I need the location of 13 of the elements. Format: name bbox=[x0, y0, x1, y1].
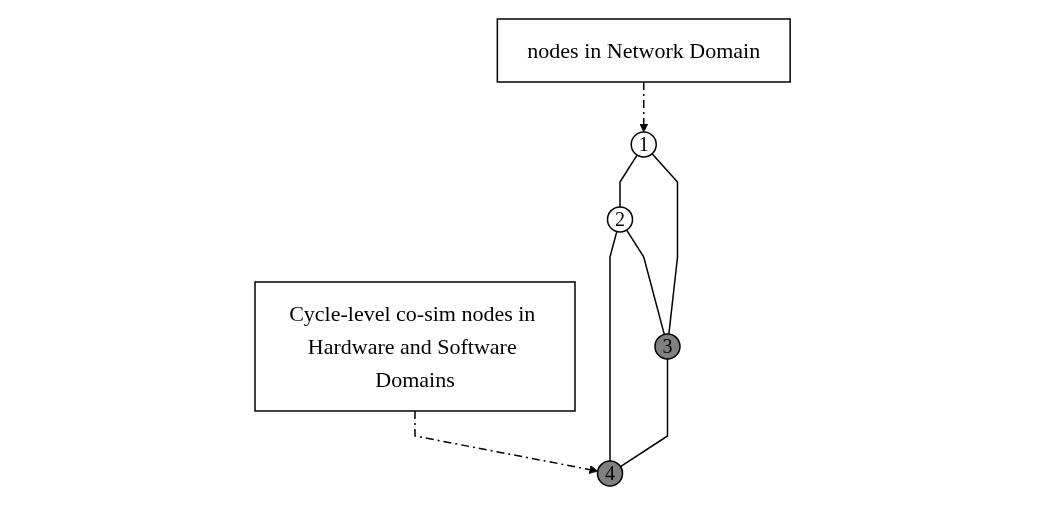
node-circle: 3 bbox=[654, 333, 682, 360]
connector bbox=[620, 358, 669, 468]
connector bbox=[619, 154, 639, 208]
node-box: Cycle-level co-sim nodes in Hardware and Software Domains bbox=[254, 281, 577, 412]
arrow bbox=[639, 81, 649, 133]
connector bbox=[626, 229, 666, 336]
node-circle: 1 bbox=[630, 131, 658, 158]
node-circle: 4 bbox=[597, 460, 624, 487]
node-circle: 2 bbox=[607, 206, 634, 233]
connector bbox=[609, 231, 618, 462]
connector bbox=[651, 153, 679, 336]
arrow bbox=[414, 410, 599, 475]
node-box: nodes in Network Domain bbox=[497, 18, 792, 83]
